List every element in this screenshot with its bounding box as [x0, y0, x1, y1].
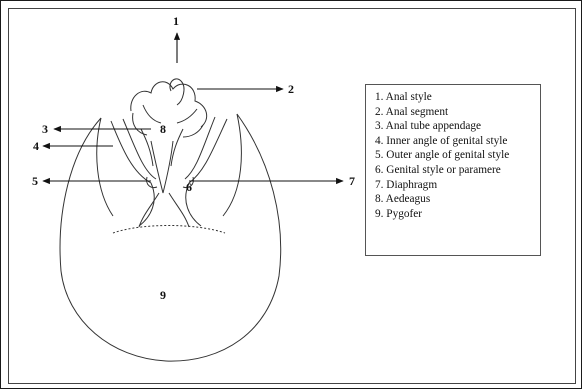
legend-item: 4. Inner angle of genital style	[375, 134, 540, 149]
aedeagus	[151, 141, 173, 193]
diaphragm-line	[113, 226, 225, 234]
label-7: 7	[349, 174, 355, 188]
label-3: 3	[42, 122, 48, 136]
legend-item: 6. Genital style or paramere	[375, 163, 540, 178]
legend-item: 3. Anal tube appendage	[375, 119, 540, 134]
legend-box: 1. Anal style 2. Anal segment 3. Anal tu…	[365, 84, 541, 256]
legend-item: 2. Anal segment	[375, 105, 540, 120]
anal-style	[170, 79, 184, 105]
legend-item: 9. Pygofer	[375, 207, 540, 222]
pygofer-outline	[60, 114, 281, 361]
label-2: 2	[288, 82, 294, 96]
label-8: 8	[160, 122, 166, 136]
label-6: 6	[186, 180, 192, 194]
legend-item: 5. Outer angle of genital style	[375, 148, 540, 163]
label-9: 9	[160, 288, 166, 302]
legend-item: 7. Diaphragm	[375, 178, 540, 193]
legend-item: 1. Anal style	[375, 90, 540, 105]
right-inner-wall	[223, 114, 241, 216]
anal-segment	[131, 82, 207, 127]
label-4: 4	[33, 139, 39, 153]
left-inner-wall	[97, 118, 113, 216]
label-5: 5	[32, 174, 38, 188]
legend-item: 8. Aedeagus	[375, 192, 540, 207]
label-1: 1	[173, 14, 179, 28]
